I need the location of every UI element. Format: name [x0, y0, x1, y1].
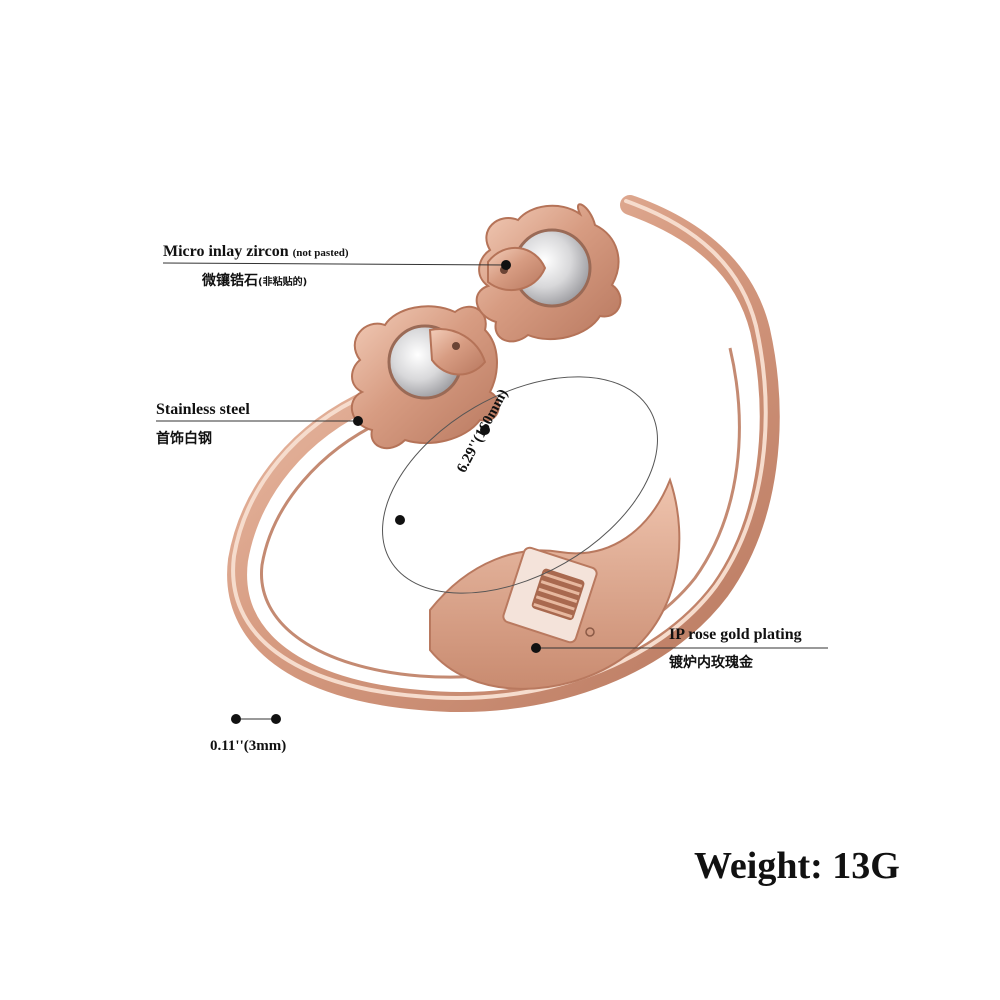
hinge-clasp: [429, 477, 681, 690]
steel-label-cn: 首饰白钢: [156, 431, 212, 447]
fish-charm-right: [475, 203, 622, 343]
spring-icon: [531, 568, 585, 621]
zircon-label-note: (not pasted): [292, 247, 349, 259]
zircon-label-main: Micro inlay zircon: [163, 243, 289, 260]
zircon-label-cn: 微镶锆石(非粘贴的): [202, 272, 307, 292]
weight-label: Weight: 13G: [694, 845, 900, 887]
leader-lines: [156, 260, 828, 724]
diameter-dot-top: [480, 425, 490, 435]
steel-label: Stainless steel: [156, 401, 250, 418]
zircon-label-cn-note: (非粘贴的): [258, 277, 308, 288]
fish-charm-left: [350, 305, 500, 450]
plating-label-cn: 镀炉内玫瑰金: [669, 655, 753, 671]
diameter-ellipse: [382, 376, 658, 594]
diameter-dot-left: [395, 515, 405, 525]
zircon-label: Micro inlay zircon (not pasted): [163, 243, 349, 262]
width-label: 0.11''(3mm): [210, 738, 287, 754]
plating-label: IP rose gold plating: [669, 626, 802, 643]
zircon-label-cn-main: 微镶锆石: [202, 273, 258, 289]
